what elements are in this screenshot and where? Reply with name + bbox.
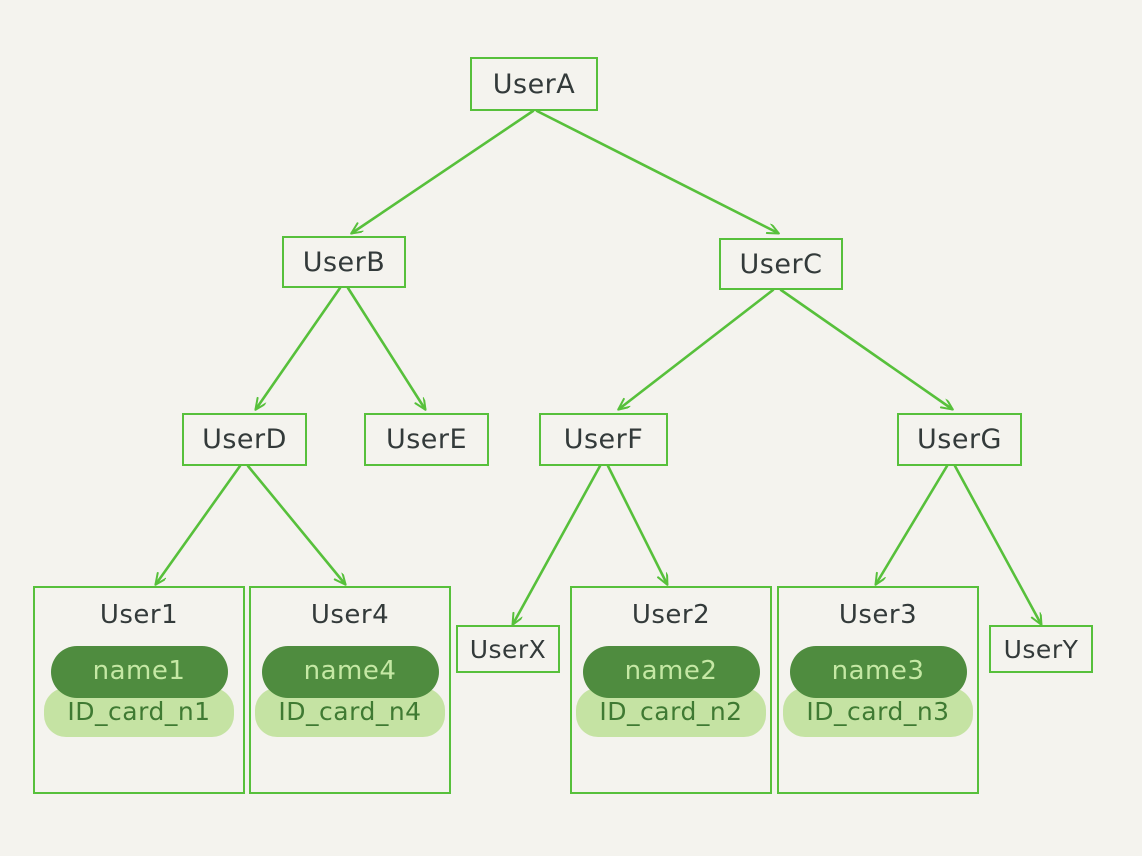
edge-userA-userC [535, 109, 778, 233]
node-userA-label: UserA [492, 68, 576, 100]
node-userY[interactable]: UserY [989, 625, 1093, 673]
node-userX-label: UserX [469, 634, 547, 664]
edge-userG-userY [953, 464, 1041, 624]
cluster-user3-pills: name3 ID_card_n3 [779, 646, 977, 737]
cluster-user2-title: User2 [631, 600, 711, 630]
edge-userA-userB [352, 109, 535, 233]
cluster-user1-title: User1 [99, 600, 179, 630]
cluster-user4-title: User4 [310, 600, 390, 630]
node-userB[interactable]: UserB [282, 236, 406, 288]
edge-userC-userG [779, 288, 952, 409]
cluster-user1-name-pill[interactable]: name1 [50, 646, 228, 698]
node-userD-label: UserD [202, 424, 287, 455]
cluster-user2-name-pill[interactable]: name2 [582, 646, 760, 698]
edge-userF-userX [513, 464, 602, 624]
node-userG[interactable]: UserG [897, 413, 1022, 466]
node-userE-label: UserE [385, 424, 468, 455]
node-userA[interactable]: UserA [470, 57, 598, 111]
edge-userC-userF [619, 288, 775, 409]
node-userX[interactable]: UserX [456, 625, 560, 673]
cluster-user4[interactable]: User4 name4 ID_card_n4 [249, 586, 451, 794]
edge-userG-user3 [876, 464, 949, 584]
edge-userD-user4 [246, 464, 345, 584]
node-userG-label: UserG [917, 424, 1002, 455]
cluster-user4-pills: name4 ID_card_n4 [251, 646, 449, 737]
cluster-user2[interactable]: User2 name2 ID_card_n2 [570, 586, 772, 794]
edge-userB-userE [346, 286, 425, 409]
node-userD[interactable]: UserD [182, 413, 307, 466]
node-userC[interactable]: UserC [719, 238, 843, 290]
cluster-user3[interactable]: User3 name3 ID_card_n3 [777, 586, 979, 794]
edge-userD-user1 [156, 464, 242, 584]
node-userF[interactable]: UserF [539, 413, 668, 466]
cluster-user1-pills: name1 ID_card_n1 [35, 646, 243, 737]
edge-userB-userD [256, 286, 342, 409]
node-userF-label: UserF [563, 424, 644, 455]
cluster-user2-pills: name2 ID_card_n2 [572, 646, 770, 737]
cluster-user4-name-pill[interactable]: name4 [261, 646, 439, 698]
cluster-user3-name-pill[interactable]: name3 [789, 646, 967, 698]
node-userE[interactable]: UserE [364, 413, 489, 466]
cluster-user3-title: User3 [838, 600, 918, 630]
edge-userF-user2 [606, 464, 667, 584]
cluster-user1[interactable]: User1 name1 ID_card_n1 [33, 586, 245, 794]
node-userY-label: UserY [1003, 634, 1079, 664]
node-userC-label: UserC [739, 248, 823, 280]
node-userB-label: UserB [302, 246, 386, 278]
